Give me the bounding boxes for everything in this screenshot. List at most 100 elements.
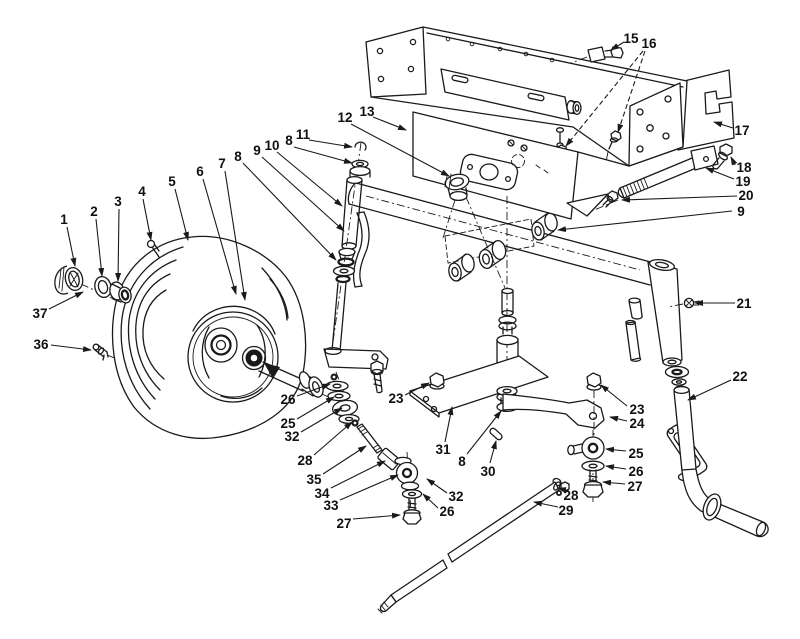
leader-line-30 <box>489 440 497 464</box>
washer-26-right <box>581 460 605 472</box>
bearing-3 <box>109 281 132 304</box>
push-clip-21 <box>683 297 700 309</box>
part-number-34: 34 <box>314 486 330 501</box>
part-number-16: 16 <box>641 36 657 51</box>
leader-line-22 <box>687 379 732 401</box>
left-flange <box>365 26 427 98</box>
tie-rod-end-25-left <box>325 373 360 427</box>
part-number-26: 26 <box>280 392 296 407</box>
leader-line-8 <box>293 146 353 164</box>
part-number-8: 8 <box>234 149 242 164</box>
part-number-4: 4 <box>138 184 146 199</box>
frame-box <box>365 26 735 220</box>
part-number-28: 28 <box>563 488 579 503</box>
lower-bearing-8 <box>332 247 356 284</box>
rod-19 <box>617 145 719 199</box>
leader-line-12 <box>350 123 450 177</box>
part-number-5: 5 <box>168 174 176 189</box>
part-number-8: 8 <box>285 133 293 148</box>
tie-rod-29 <box>377 481 561 614</box>
leader-line-27 <box>602 479 626 486</box>
washer-26 <box>401 489 423 499</box>
part-number-21: 21 <box>736 296 752 311</box>
leader-line-8 <box>466 410 502 455</box>
part-number-26: 26 <box>628 464 644 479</box>
hub-cap-1 <box>54 265 84 295</box>
thrust-washer <box>664 365 690 379</box>
part-number-24: 24 <box>629 416 645 431</box>
flanged-bushing-12 <box>444 173 470 202</box>
latch-barrel <box>566 100 582 115</box>
leader-line-7 <box>224 170 247 301</box>
part-number-25: 25 <box>628 446 644 461</box>
leader-line-36 <box>50 344 92 352</box>
hub-bearing-7 <box>241 345 267 371</box>
grease-fitting-36 <box>92 343 109 361</box>
bolt-15 <box>587 46 624 63</box>
leader-line-37 <box>48 291 84 310</box>
leader-line-11 <box>308 139 353 149</box>
leader-line-29 <box>533 500 559 508</box>
part-number-7: 7 <box>218 156 226 171</box>
leader-line-10 <box>276 151 343 207</box>
hitch-plate-17 <box>671 69 735 151</box>
bushing-9b <box>478 239 507 270</box>
part-number-37: 37 <box>32 306 47 321</box>
leader-line-19 <box>705 167 735 180</box>
axle-beam <box>347 182 700 364</box>
hinge-pin <box>628 297 643 320</box>
leader-line-33 <box>339 474 399 501</box>
roll-pin-30 <box>489 427 503 441</box>
leader-line-25 <box>605 446 627 453</box>
stop-tube <box>625 321 641 361</box>
part-number-32: 32 <box>284 429 299 444</box>
part-number-19: 19 <box>735 174 750 189</box>
part-number-36: 36 <box>33 337 49 352</box>
leader-line-24 <box>609 415 628 422</box>
hub-cap-parts <box>54 239 160 361</box>
part-number-35: 35 <box>306 472 322 487</box>
leader-line-4 <box>142 198 153 241</box>
part-number-22: 22 <box>732 369 747 384</box>
leader-line-9 <box>261 156 345 232</box>
leader-line-1 <box>66 226 77 267</box>
part-number-10: 10 <box>264 138 279 153</box>
part-number-26: 26 <box>439 504 455 519</box>
part-number-33: 33 <box>323 498 339 513</box>
leader-line-31 <box>444 406 454 443</box>
leader-line-28 <box>557 487 570 493</box>
leader-line-5 <box>174 188 189 241</box>
leader-line-8 <box>242 162 337 261</box>
stub-axle <box>258 361 324 398</box>
leader-line-3 <box>115 208 122 282</box>
steering-pivot <box>409 287 605 505</box>
sloped-plate <box>440 68 570 121</box>
part-number-1: 1 <box>60 212 68 227</box>
leader-line-32 <box>426 478 448 494</box>
adjuster-link-35 <box>356 423 383 454</box>
leader-line-16 <box>565 50 644 147</box>
leader-line-27 <box>352 512 401 520</box>
part-number-32: 32 <box>448 489 463 504</box>
part-number-25: 25 <box>280 416 296 431</box>
part-number-20: 20 <box>738 188 753 203</box>
leader-line-18 <box>730 156 738 166</box>
pivot-mount-plate <box>459 153 519 191</box>
leader-line-34 <box>330 460 386 489</box>
part-number-28: 28 <box>297 453 313 468</box>
part-number-13: 13 <box>359 104 375 119</box>
bolt-27-left <box>402 497 422 525</box>
part-number-9: 9 <box>737 204 745 219</box>
bolt-18 <box>712 143 733 170</box>
bushing-9a <box>448 253 475 282</box>
leader-line-26 <box>605 464 627 471</box>
part-number-17: 17 <box>734 123 749 138</box>
kingpin-bolt <box>370 360 384 394</box>
part-number-27: 27 <box>336 516 351 531</box>
spindle-bent-stub <box>681 468 769 538</box>
part-number-30: 30 <box>480 464 495 479</box>
leader-line-26 <box>296 383 331 397</box>
steering-arm-24 <box>502 393 605 429</box>
part-number-12: 12 <box>337 110 352 125</box>
